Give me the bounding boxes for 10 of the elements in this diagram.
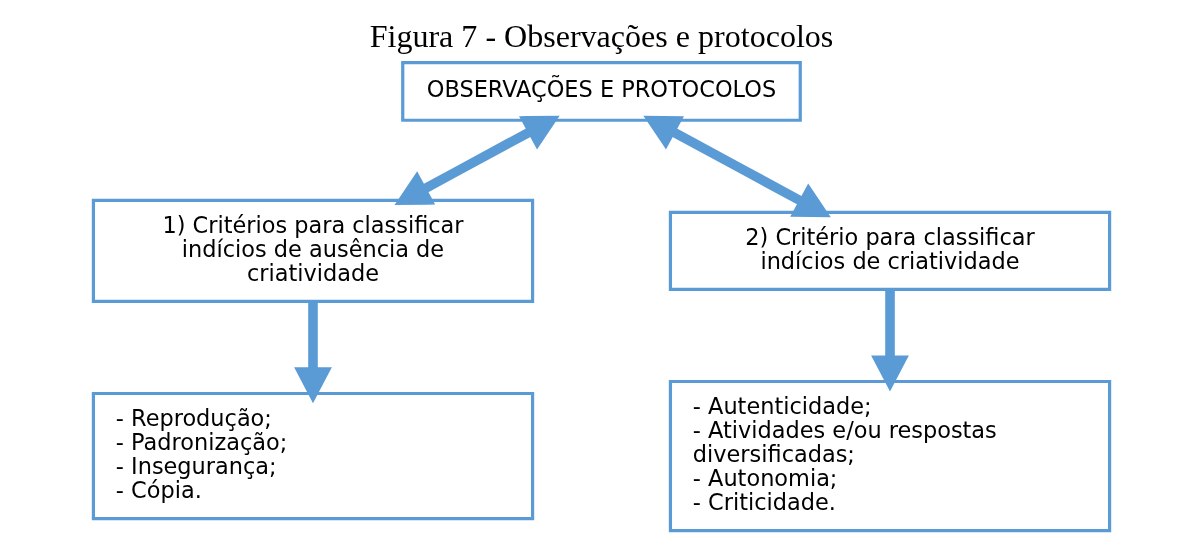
node-box: 1) Critérios para classificar indícios de ausência de criatividade — [91, 198, 535, 303]
arrow — [643, 115, 831, 218]
node-box: 2) Critério para classificar indícios de criatividade — [668, 210, 1112, 291]
arrow — [394, 115, 560, 206]
diagram-title: Figura 7 - Observações e protocolos — [369, 17, 834, 54]
arrow — [871, 289, 909, 392]
node-box: OBSERVAÇÕES E PROTOCOLOS — [401, 60, 802, 122]
arrow — [294, 301, 332, 404]
node-box: - Reprodução; - Padronização; - Insegurança; - Cópia. — [91, 391, 535, 521]
node-box: - Autenticidade; - Atividades e/ou respostas diversificadas; - Autonomia; - Criticidade. — [668, 379, 1112, 533]
